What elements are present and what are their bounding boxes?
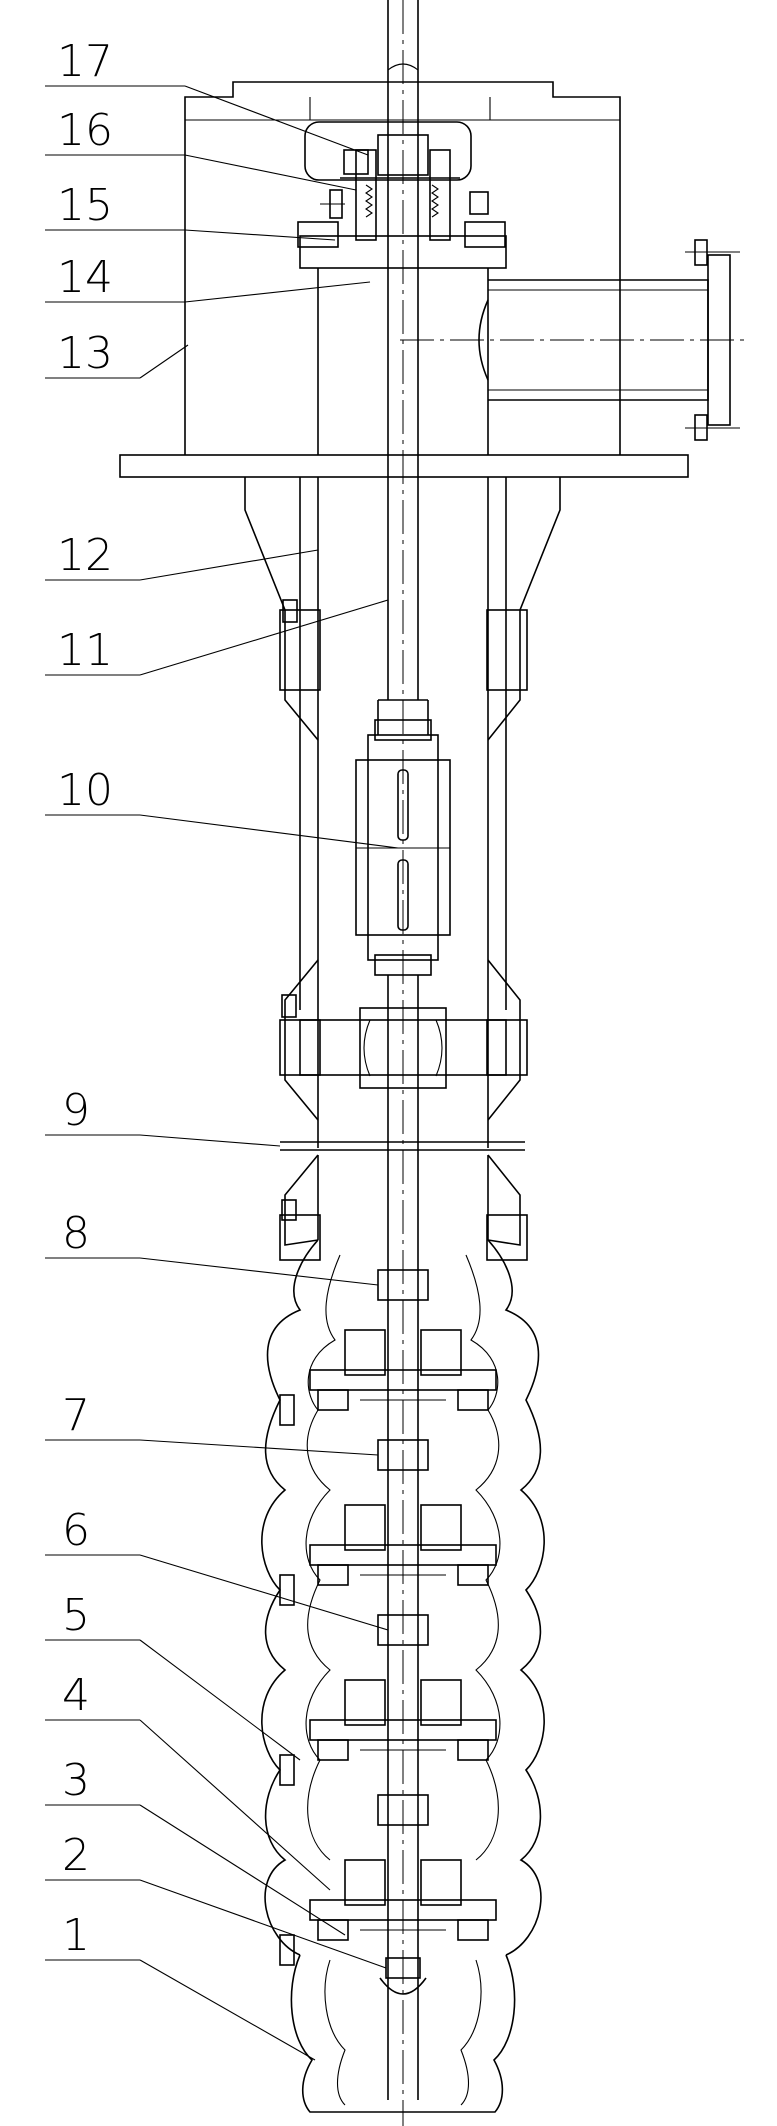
motor-stand: [119, 81, 689, 478]
shaft-coupling: [355, 719, 451, 976]
callout-8: 8: [62, 1208, 90, 1259]
callout-10: 10: [57, 765, 113, 816]
callout-12: 12: [57, 530, 113, 581]
discharge-nozzle: [400, 239, 745, 441]
lower-column: [279, 1154, 528, 1261]
callout-3: 3: [62, 1755, 90, 1806]
impeller-stage-2: [309, 1504, 497, 1586]
callout-6: 6: [62, 1505, 90, 1556]
callout-5: 5: [62, 1590, 90, 1641]
pump-bowl-stages: [261, 1239, 545, 1966]
impeller-stage-3: [309, 1679, 497, 1761]
callout-2: 2: [62, 1830, 90, 1881]
callout-16: 16: [57, 105, 113, 156]
upper-shaft: [377, 0, 429, 735]
suction-bell: [290, 1954, 516, 2113]
column-pipe: [244, 477, 561, 1148]
callout-4: 4: [62, 1670, 90, 1721]
callout-11: 11: [57, 625, 113, 676]
callout-9: 9: [62, 1085, 90, 1136]
impeller-stage-4: [309, 1859, 497, 1941]
impeller-stage-1: [309, 1329, 497, 1411]
callout-17: 17: [57, 36, 113, 87]
intermediate-bearing: [299, 975, 507, 2100]
callout-14: 14: [57, 252, 113, 303]
callout-7: 7: [62, 1390, 90, 1441]
mechanical-seal-assembly: [297, 121, 506, 248]
leader-lines: [45, 85, 399, 2061]
break-line: [280, 1141, 525, 1151]
callout-15: 15: [57, 180, 113, 231]
callout-13: 13: [57, 328, 113, 379]
callout-1: 1: [62, 1910, 90, 1961]
